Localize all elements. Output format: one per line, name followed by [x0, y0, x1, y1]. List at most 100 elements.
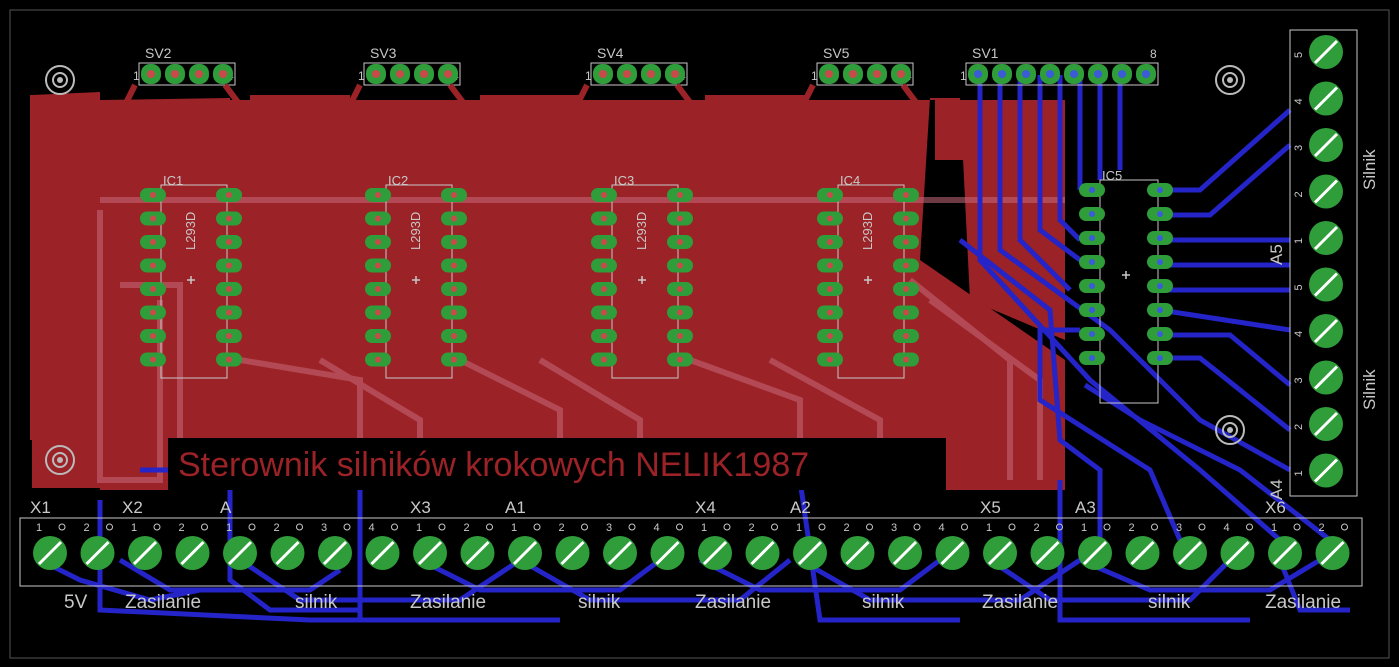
mounting-hole	[1215, 415, 1245, 445]
header-designator: SV1	[972, 45, 999, 61]
terminal-screw: 1	[983, 522, 1017, 570]
title-plate	[168, 438, 946, 490]
terminal-pin-label: 1	[796, 522, 802, 534]
terminal-screw: 3	[1173, 522, 1207, 570]
terminal-pin-label: 2	[274, 522, 280, 534]
terminal-screw: 4	[650, 522, 685, 570]
terminal-screw: 4	[1293, 81, 1343, 116]
terminal-designator: X4	[695, 498, 716, 517]
terminal-pin-label: 1	[1081, 522, 1087, 534]
terminal-screw: 1	[1078, 522, 1112, 570]
terminal-caption: 5V	[64, 592, 88, 613]
ic-part-number: L293D	[860, 212, 875, 250]
terminal-screw: 4	[935, 522, 970, 570]
pin-header-sv1: SV1 1 8	[960, 45, 1159, 86]
terminal-pin-label: 3	[1176, 522, 1182, 534]
terminal-caption: Zasilanie	[1265, 592, 1341, 613]
terminal-designator: A4	[1267, 479, 1286, 500]
terminal-screw: 3	[318, 522, 352, 570]
pin-header-sv4: SV414	[574, 45, 695, 190]
mounting-hole	[1215, 65, 1245, 95]
terminal-screw: 1	[1293, 453, 1343, 488]
terminal-pin-label: 2	[1293, 191, 1305, 197]
terminal-screw: 1	[413, 522, 447, 570]
ic-ic5: IC5	[1079, 168, 1173, 404]
terminal-pin-label: 3	[606, 522, 612, 534]
pin-header-sv2: SV214	[122, 45, 243, 190]
terminal-screw: 4	[1293, 314, 1343, 348]
terminal-screw: 2	[175, 522, 210, 570]
terminal-pin-label: 4	[1293, 331, 1305, 337]
terminal-designator: X3	[410, 498, 431, 517]
terminal-designator: X5	[980, 498, 1001, 517]
terminal-pin-label: 1	[226, 522, 232, 534]
terminal-pin-label: 3	[321, 522, 327, 534]
terminal-pin-label: 1	[131, 522, 137, 534]
terminal-caption: Zasilanie	[125, 592, 201, 613]
terminal-screw: 2	[1293, 407, 1343, 441]
terminal-screw: 4	[365, 522, 400, 570]
terminal-screw: 2	[840, 522, 875, 570]
terminal-pin-label: 2	[749, 522, 755, 534]
terminal-caption: Silnik	[1360, 149, 1379, 190]
pin-headers: SV214SV314SV414SV514SV118	[122, 45, 1159, 190]
pin-header-sv5: SV514	[800, 45, 921, 190]
terminal-screw: 3	[888, 522, 922, 570]
terminal-caption: Zasilanie	[982, 592, 1058, 613]
terminal-screw: 2	[1315, 522, 1350, 570]
terminal-screw: 1	[128, 522, 162, 570]
terminal-caption: Silnik	[1360, 369, 1379, 410]
board-title: Sterownik silników krokowych NELIK1987	[178, 446, 809, 484]
terminal-screw: 2	[1293, 174, 1343, 209]
terminal-caption: silnik	[862, 592, 905, 613]
ic-designator: IC2	[388, 173, 408, 188]
terminal-caption: Zasilanie	[695, 592, 771, 613]
terminal-pin-label: 1	[986, 522, 992, 534]
terminal-screw: 4	[1220, 522, 1255, 570]
terminal-screw: 1	[1293, 221, 1343, 255]
mounting-hole	[45, 65, 75, 95]
terminal-pin-label: 2	[1034, 522, 1040, 534]
terminal-pin-label: 5	[1293, 284, 1305, 290]
terminal-screw: 1	[223, 522, 257, 570]
terminal-screw: 1	[698, 522, 732, 570]
terminal-pin-label: 4	[1293, 98, 1305, 104]
terminal-pin-label: 2	[559, 522, 565, 534]
header-pin-first: 1	[960, 69, 967, 83]
terminal-pin-label: 2	[844, 522, 850, 534]
terminal-pin-label: 1	[511, 522, 517, 534]
board-outline	[9, 9, 1390, 659]
terminal-screw: 2	[555, 522, 590, 570]
ic-part-number: L293D	[408, 212, 423, 250]
terminal-screw: 1	[508, 522, 542, 570]
terminal-pin-label: 2	[84, 522, 90, 534]
terminal-screw: 3	[1293, 128, 1343, 162]
terminal-caption: silnik	[578, 592, 621, 613]
terminal-caption: silnik	[295, 592, 338, 613]
terminal-screw: 2	[745, 522, 780, 570]
terminal-pin-label: 2	[179, 522, 185, 534]
mounting-hole	[45, 445, 75, 475]
header-pin-first: 1	[133, 69, 140, 83]
ic-designator: IC5	[1102, 168, 1122, 183]
terminal-caption: Zasilanie	[410, 592, 486, 613]
header-pin-last: 8	[1150, 47, 1157, 61]
terminal-designator: A1	[505, 498, 526, 517]
header-designator: SV2	[145, 45, 172, 61]
terminal-designator: X6	[1265, 498, 1286, 517]
terminal-pin-label: 4	[369, 522, 375, 534]
header-designator: SV4	[597, 45, 624, 61]
header-pin-first: 1	[358, 69, 365, 83]
terminal-designator: A5	[1267, 244, 1286, 265]
terminal-caption: silnik	[1148, 592, 1191, 613]
terminal-pin-label: 2	[1129, 522, 1135, 534]
terminal-screw: 1	[793, 522, 827, 570]
